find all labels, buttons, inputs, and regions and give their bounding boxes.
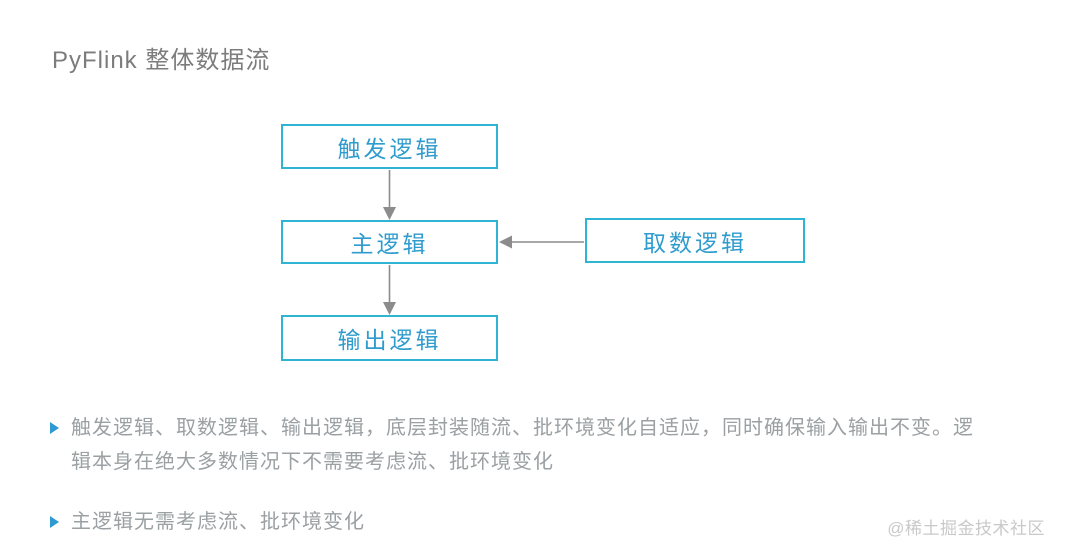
watermark: @稀土掘金技术社区 [887,519,1045,538]
triangle-bullet-icon [50,516,59,528]
flow-node-output-label: 输出逻辑 [337,327,442,353]
page-title: PyFlink 整体数据流 [52,47,271,74]
triangle-bullet-icon [50,422,59,434]
bullet-text-2: 主逻辑无需考虑流、批环境变化 [71,511,365,533]
arrow-fetch-to-main [499,235,584,249]
bullet-item-2: 主逻辑无需考虑流、批环境变化 [48,505,1018,539]
flow-node-output: 输出逻辑 [281,315,498,361]
flow-node-trigger: 触发逻辑 [281,124,498,169]
bullet-item-1: 触发逻辑、取数逻辑、输出逻辑，底层封装随流、批环境变化自适应，同时确保输入输出不… [48,411,1018,479]
bullet-text-1: 触发逻辑、取数逻辑、输出逻辑，底层封装随流、批环境变化自适应，同时确保输入输出不… [71,417,974,473]
flow-node-main-label: 主逻辑 [350,231,429,257]
flow-node-trigger-label: 触发逻辑 [337,135,442,162]
flow-node-fetch-label: 取数逻辑 [643,229,747,256]
flow-node-fetch: 取数逻辑 [585,218,805,263]
arrow-trigger-to-main [383,170,396,220]
flow-node-main: 主逻辑 [281,220,498,264]
arrow-main-to-output [383,265,396,315]
bullet-list: 触发逻辑、取数逻辑、输出逻辑，底层封装随流、批环境变化自适应，同时确保输入输出不… [48,411,1018,555]
